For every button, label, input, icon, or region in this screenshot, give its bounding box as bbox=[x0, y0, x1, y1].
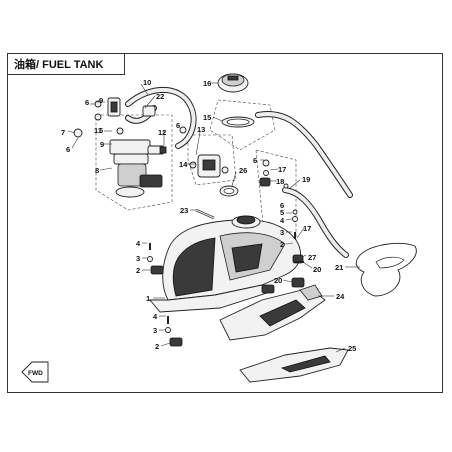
fuel-fitting bbox=[147, 145, 167, 155]
valve-group-outline bbox=[187, 134, 237, 186]
callout-6d: 6 bbox=[280, 201, 284, 210]
callout-2b: 2 bbox=[155, 342, 159, 351]
tank-cover-panel bbox=[219, 284, 326, 341]
callout-25: 25 bbox=[348, 344, 356, 353]
inline-filter bbox=[107, 97, 156, 117]
leader-lines bbox=[67, 82, 360, 353]
pump-group-outline bbox=[95, 114, 173, 211]
callout-17a: 17 bbox=[278, 165, 286, 174]
callout-2c: 2 bbox=[280, 240, 284, 249]
callout-12: 12 bbox=[158, 128, 166, 137]
callout-15: 15 bbox=[203, 113, 211, 122]
callout-8: 8 bbox=[95, 166, 99, 175]
callout-20b: 20 bbox=[313, 265, 321, 274]
callout-6-right: 6 bbox=[253, 156, 257, 165]
hose-clamps bbox=[73, 100, 187, 138]
callout-6b: 6 bbox=[66, 145, 70, 154]
fuel-filler-cap bbox=[217, 73, 249, 93]
cap-gasket-ring bbox=[221, 116, 255, 128]
callout-3a: 3 bbox=[136, 254, 140, 263]
bracket-rod bbox=[195, 208, 215, 220]
diagram-frame bbox=[7, 53, 443, 393]
callout-3b: 3 bbox=[153, 326, 157, 335]
tank-cushion-pad bbox=[355, 243, 417, 297]
callout-3c: 3 bbox=[280, 228, 284, 237]
fuel-pump-assembly bbox=[109, 139, 163, 198]
callout-27: 27 bbox=[308, 253, 316, 262]
callout-26: 26 bbox=[239, 166, 247, 175]
callout-10: 10 bbox=[143, 78, 151, 87]
fuel-tank-body bbox=[149, 215, 301, 313]
callout-19: 19 bbox=[302, 175, 310, 184]
callout-23: 23 bbox=[180, 206, 188, 215]
callout-labels: 16 10 6 9 22 5 11 7 6 9 8 6 12 13 14 15 … bbox=[61, 78, 356, 353]
callout-11: 11 bbox=[94, 126, 102, 135]
callout-20a: 20 bbox=[274, 276, 282, 285]
callout-6c: 6 bbox=[176, 121, 180, 130]
callout-16: 16 bbox=[203, 79, 211, 88]
callout-2a: 2 bbox=[136, 266, 140, 275]
rollover-valve bbox=[189, 154, 229, 178]
callout-6a: 6 bbox=[85, 98, 89, 107]
callout-4a: 4 bbox=[136, 239, 141, 248]
callout-14: 14 bbox=[179, 160, 188, 169]
callout-24: 24 bbox=[336, 292, 345, 301]
callout-7: 7 bbox=[61, 128, 65, 137]
diagram-title: 油箱/ FUEL TANK bbox=[7, 53, 125, 75]
callout-4c: 4 bbox=[280, 216, 285, 225]
callout-17b: 17 bbox=[303, 224, 311, 233]
callout-1: 1 bbox=[146, 294, 150, 303]
callout-18: 18 bbox=[276, 177, 284, 186]
callout-4b: 4 bbox=[153, 312, 158, 321]
fwd-label: FWD bbox=[28, 370, 43, 377]
callout-22: 22 bbox=[156, 92, 164, 101]
callout-5a: 5 bbox=[99, 126, 103, 135]
bolts-and-washers bbox=[147, 159, 298, 333]
gasket-26 bbox=[219, 185, 239, 197]
cap-group-outline bbox=[209, 99, 276, 151]
callout-9b: 9 bbox=[100, 140, 104, 149]
lower-heat-shield bbox=[239, 347, 349, 383]
fwd-arrow-icon: FWD bbox=[21, 361, 49, 383]
callout-13: 13 bbox=[197, 125, 205, 134]
callout-5b: 5 bbox=[280, 208, 284, 217]
callout-21: 21 bbox=[335, 263, 343, 272]
callout-9a: 9 bbox=[99, 96, 103, 105]
